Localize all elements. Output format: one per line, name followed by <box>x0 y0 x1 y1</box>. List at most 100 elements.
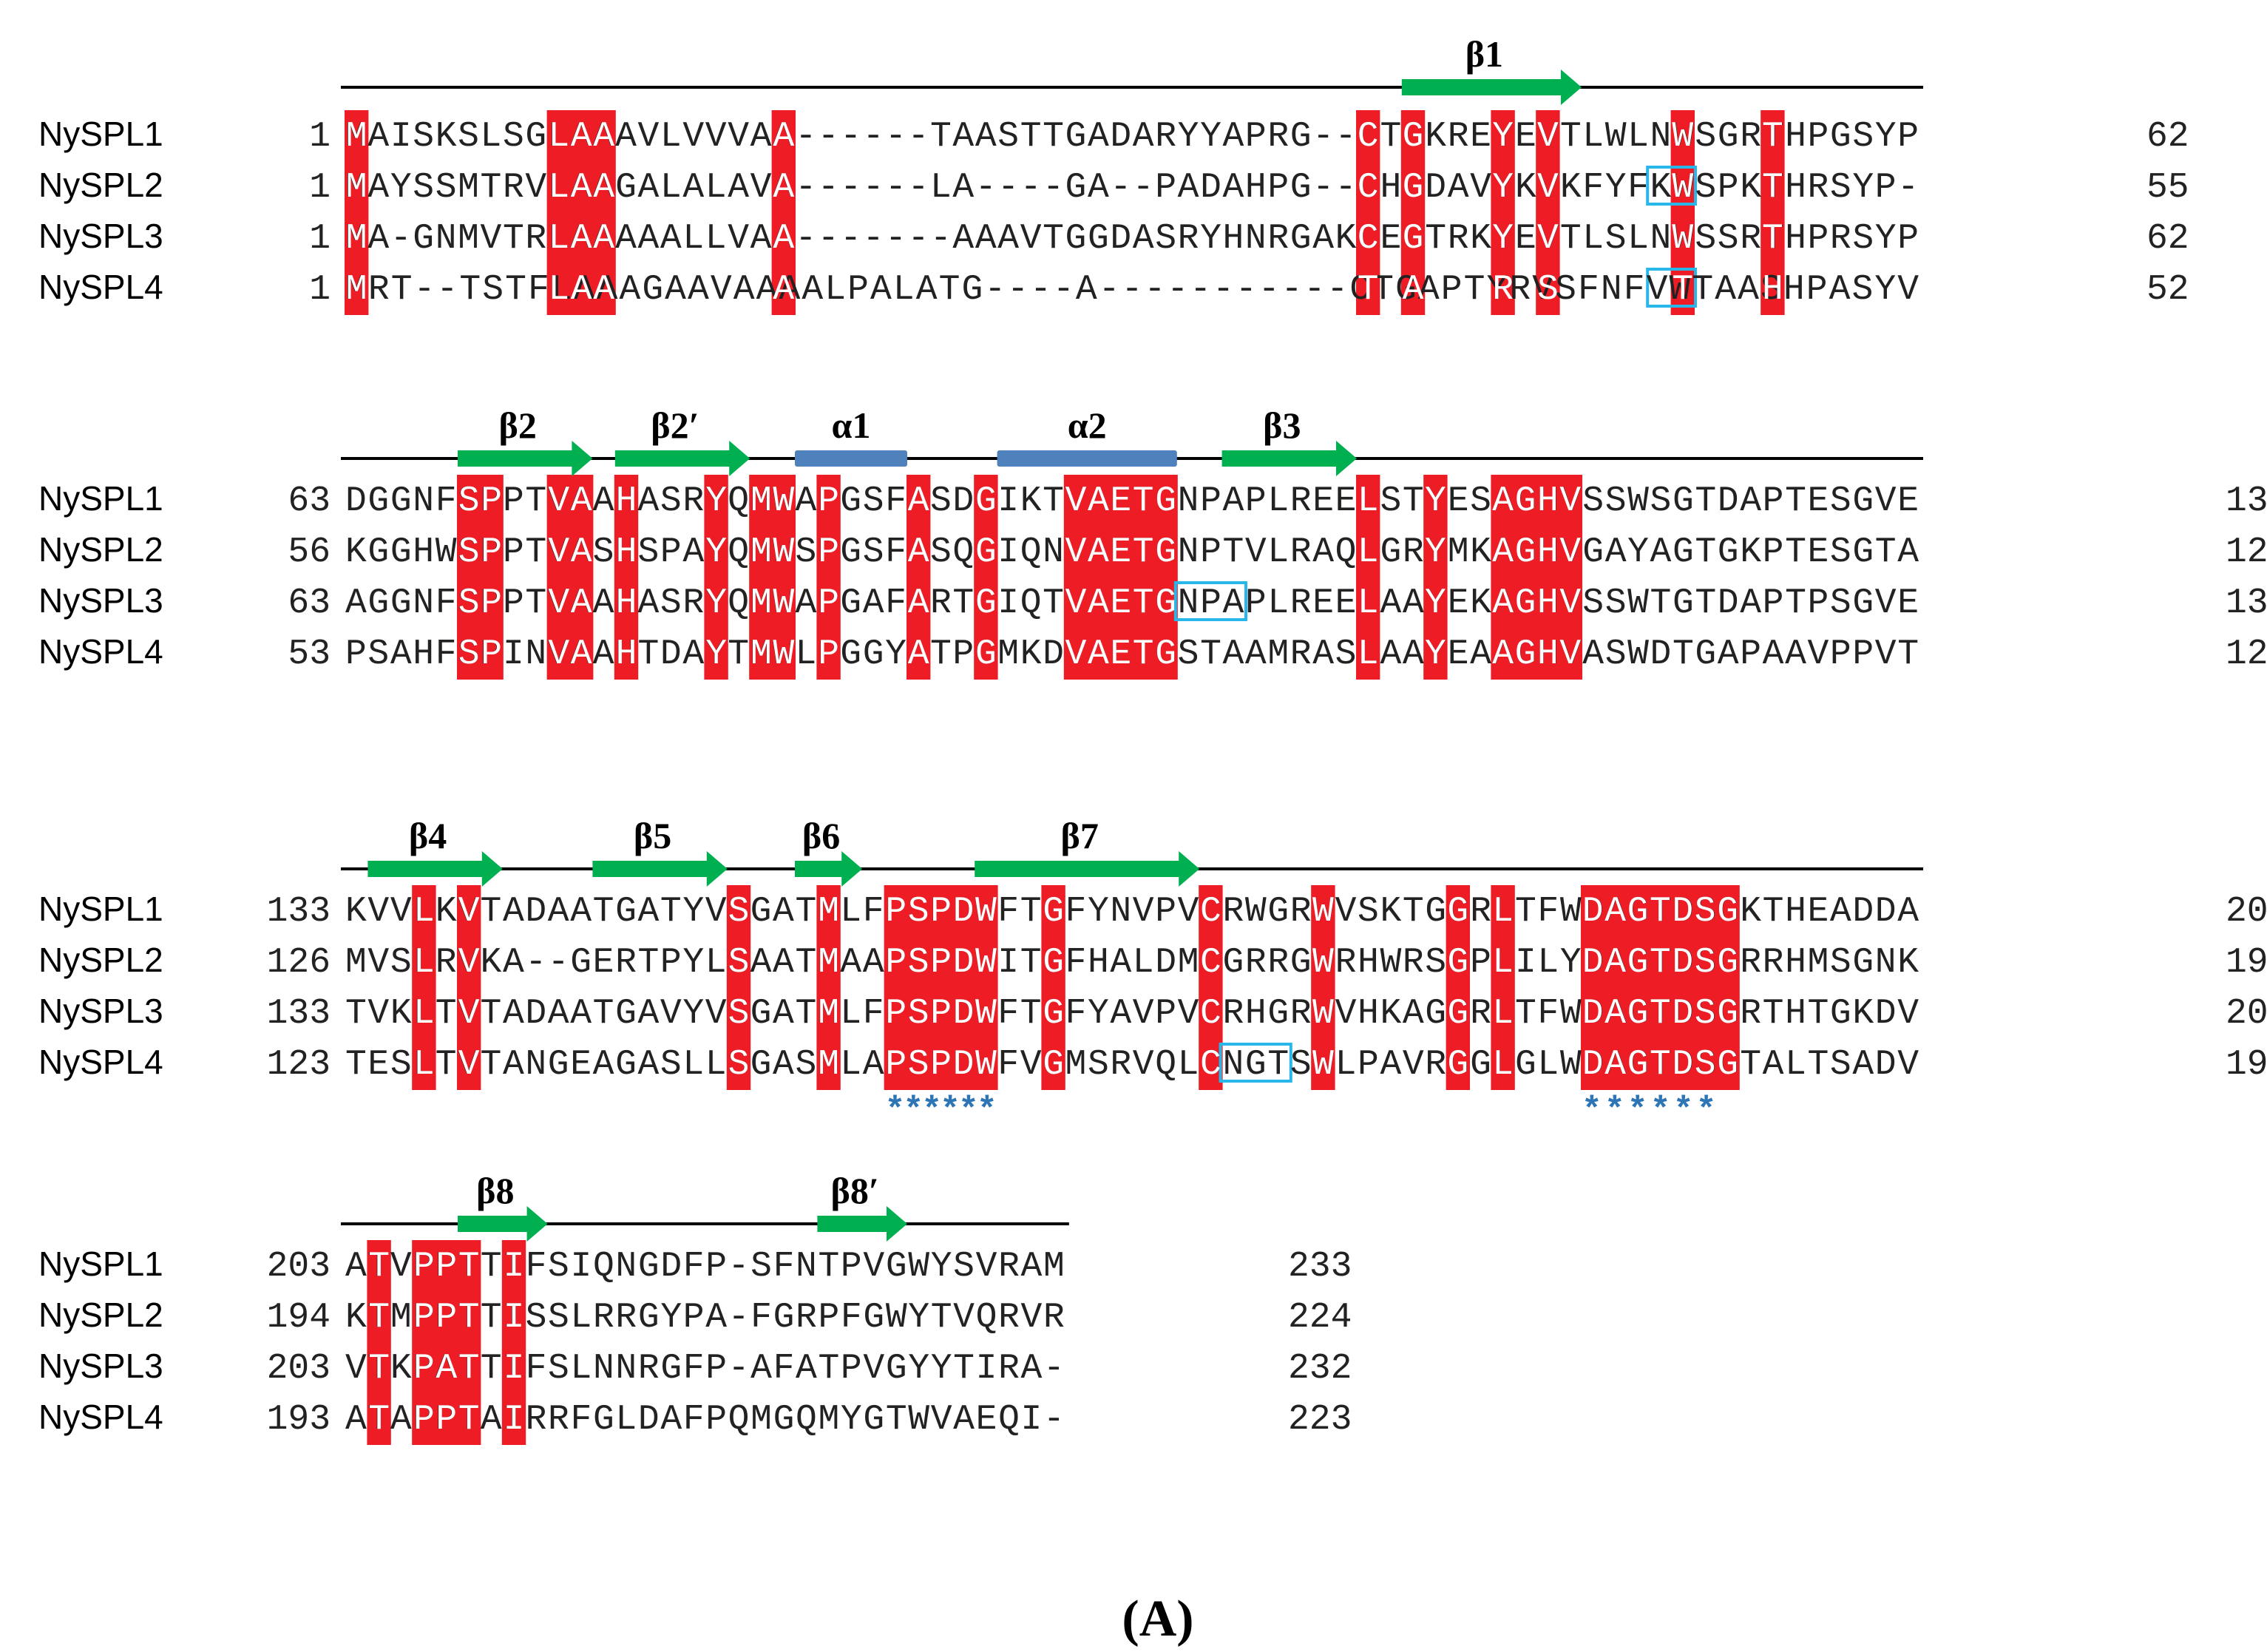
conserved-residue: S <box>1695 943 1716 983</box>
conserved-residue: C <box>1200 994 1221 1034</box>
conserved-residue: V <box>458 994 480 1034</box>
conserved-residue: S <box>1695 892 1716 932</box>
sequence-name: NySPL1 <box>38 1245 163 1283</box>
conserved-motif-stars: ****** <box>885 1091 997 1130</box>
conserved-column <box>1536 475 1560 680</box>
sequence-name: NySPL4 <box>38 1398 163 1436</box>
structure-label: β7 <box>1061 815 1099 856</box>
conserved-residue: H <box>1762 270 1783 310</box>
conserved-column <box>1423 475 1448 680</box>
conserved-residue: C <box>1200 1045 1221 1085</box>
sequence-name: NySPL4 <box>38 1043 163 1081</box>
structure-label: β4 <box>409 815 447 856</box>
conserved-residue: G <box>1627 892 1649 932</box>
conserved-residue: S <box>908 1045 929 1085</box>
sequence-residues: ATVPPTTIFSIQNGDFP-SFNTPVGWYSVRAM <box>345 1247 1065 1287</box>
conserved-residue: T <box>1133 634 1154 674</box>
conserved-column <box>974 885 998 1090</box>
conserved-residue: T <box>368 1400 390 1440</box>
sequence-residues: PSAHFSPINVAAHTDAYTMWLPGGYATPGMKDVAETGSTA… <box>345 634 1919 674</box>
conserved-column <box>457 1240 481 1445</box>
conserved-residue: M <box>818 892 839 932</box>
conserved-residue: A <box>1492 481 1514 521</box>
conserved-column <box>1446 885 1470 1090</box>
sequence-start-number: 1 <box>309 270 331 310</box>
conserved-residue: P <box>818 481 839 521</box>
conserved-residue: P <box>481 583 502 623</box>
conserved-residue: W <box>1312 994 1334 1034</box>
conserved-residue: W <box>975 994 997 1034</box>
sequence-name: NySPL2 <box>38 166 163 204</box>
conserved-residue: G <box>1627 943 1649 983</box>
conserved-residue: S <box>458 634 480 674</box>
conserved-residue: L <box>1358 532 1379 572</box>
conserved-residue: E <box>1110 583 1131 623</box>
conserved-residue: A <box>1492 634 1514 674</box>
conserved-residue: W <box>1312 892 1334 932</box>
conserved-residue: A <box>1604 1045 1626 1085</box>
conserved-residue: P <box>885 1045 907 1085</box>
conserved-residue: H <box>616 481 637 521</box>
conserved-residue: G <box>975 532 997 572</box>
conserved-residue: L <box>1358 634 1379 674</box>
conserved-residue: G <box>975 481 997 521</box>
conserved-residue: S <box>728 994 750 1034</box>
conserved-residue: H <box>616 634 637 674</box>
conserved-residue: P <box>413 1349 435 1389</box>
conserved-column <box>546 110 571 315</box>
conserved-residue: Y <box>1492 117 1514 157</box>
sequence-end-number: 224 <box>1288 1298 1352 1338</box>
conserved-residue: H <box>616 583 637 623</box>
sequence-residues: VTKPATTIFSLNNRGFP-AFATPVGYYTIRA- <box>345 1349 1065 1389</box>
conserved-residue: S <box>728 892 750 932</box>
conserved-residue: M <box>750 634 772 674</box>
conserved-residue: L <box>1358 481 1379 521</box>
conserved-residue: G <box>1447 892 1468 932</box>
conserved-column <box>907 885 931 1090</box>
conserved-residue: C <box>1200 943 1221 983</box>
conserved-residue: D <box>953 943 975 983</box>
conserved-column <box>569 475 594 680</box>
conserved-residue: A <box>773 270 794 310</box>
conserved-residue: G <box>1155 634 1176 674</box>
conserved-residue: G <box>975 634 997 674</box>
conserved-residue: A <box>1492 532 1514 572</box>
conserved-residue: P <box>930 943 952 983</box>
conserved-residue: R <box>1492 270 1514 310</box>
sequence-residues: TESLTVTANGEAGASLLSGASMLAPSPDWFVGMSRVQLCN… <box>345 1045 1919 1085</box>
conserved-column <box>1693 885 1718 1090</box>
sequence-end-number: 202 <box>2226 994 2267 1034</box>
conserved-column <box>1086 475 1111 680</box>
sequence-residues: MA-GNMVTRLAAAAALLVAA-------AAAVTGGDASRYH… <box>345 219 1919 259</box>
conserved-column <box>907 475 931 680</box>
conserved-residue: G <box>1155 532 1176 572</box>
sequence-name: NySPL3 <box>38 217 163 255</box>
conserved-residue: H <box>1537 634 1559 674</box>
sequence-end-number: 193 <box>2226 943 2267 983</box>
conserved-column <box>1491 110 1515 315</box>
conserved-column <box>1131 475 1156 680</box>
conserved-residue: G <box>1627 1045 1649 1085</box>
conserved-residue: I <box>504 1349 525 1389</box>
conserved-residue: A <box>571 168 592 208</box>
conserved-residue: W <box>773 634 794 674</box>
conserved-residue: G <box>1155 481 1176 521</box>
glycosylation-motif-box <box>1219 1043 1292 1083</box>
conserved-residue: I <box>504 1298 525 1338</box>
conserved-residue: V <box>548 481 569 521</box>
conserved-residue: A <box>1088 634 1109 674</box>
conserved-residue: A <box>773 117 794 157</box>
conserved-residue: V <box>1559 532 1581 572</box>
conserved-residue: W <box>773 532 794 572</box>
conserved-residue: P <box>436 1400 457 1440</box>
sequence-start-number: 1 <box>309 117 331 157</box>
conserved-residue: Y <box>705 583 727 623</box>
conserved-residue: M <box>750 481 772 521</box>
figure-label: (A) <box>1122 1591 1193 1648</box>
conserved-residue: W <box>1672 168 1693 208</box>
conserved-residue: D <box>1672 994 1693 1034</box>
conserved-column <box>1715 885 1740 1090</box>
conserved-residue: P <box>885 943 907 983</box>
conserved-residue: P <box>818 532 839 572</box>
conserved-column <box>1648 885 1673 1090</box>
